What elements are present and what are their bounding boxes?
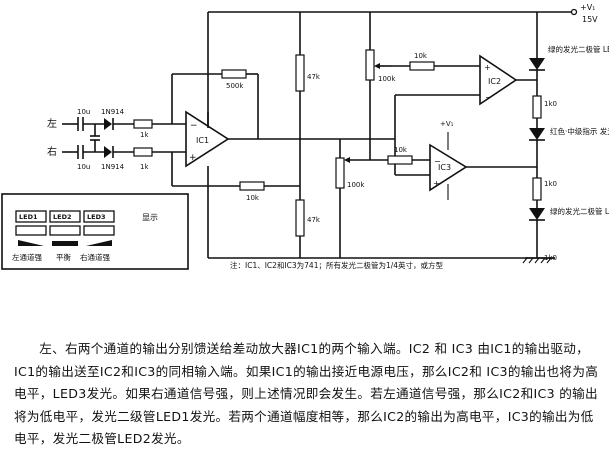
ic1-bias — [171, 152, 300, 191]
pot-100k-top — [365, 49, 480, 122]
ic3-opamp: − + — [429, 132, 537, 200]
ic1-label: IC1 — [196, 136, 209, 145]
description-text: 左、右两个通道的输出分别馈送给差动放大器IC1的两个输入端。IC2 和 IC3 … — [14, 338, 600, 451]
diode-in1-label: 1N914 — [101, 108, 125, 116]
input-channel-2 — [62, 139, 186, 159]
panel-caption-right: 右通道强 — [80, 252, 110, 262]
res-ic2-in-label: 10k — [414, 52, 428, 60]
supply-rail — [207, 8, 578, 128]
supply-value: 15V — [582, 15, 598, 24]
supply-label: +V₁ — [580, 3, 595, 12]
panel-caption-center: 平衡 — [56, 252, 71, 262]
svg-text:−: − — [434, 157, 441, 166]
ic1-output-bus — [258, 94, 480, 176]
cap-in1-label: 10u — [77, 108, 90, 116]
pot-100k-mid — [335, 122, 430, 258]
input-channel-1 — [62, 117, 186, 137]
pot-100k-label: 100k — [378, 75, 396, 83]
divider-resistors — [207, 54, 555, 259]
circuit-schematic: +V₁ 15V 左 右 10u 1N914 1k 10u 1N914 1k — [1, 3, 609, 270]
res-fb-bottom-label: 10k — [246, 194, 260, 202]
res-div-bottom-label: 47k — [307, 216, 321, 224]
res-in2-label: 1k — [140, 163, 149, 171]
ic2-label: IC2 — [488, 77, 501, 86]
led1-note: 绿的发光二极管 LED1 — [550, 206, 609, 216]
res-ic3-in-label: 10k — [394, 146, 408, 154]
display-panel — [1, 193, 189, 270]
description-paragraph: 左、右两个通道的输出分别馈送给差动放大器IC1的两个输入端。IC2 和 IC3 … — [14, 341, 599, 446]
res-div-top-label: 47k — [307, 73, 321, 81]
svg-text:−: − — [485, 93, 492, 102]
diode-in2-label: 1N914 — [101, 163, 125, 171]
res-led1-label: 1k0 — [544, 254, 557, 262]
res-led2-label: 1k0 — [544, 180, 557, 188]
ic1-feedback — [171, 69, 259, 140]
panel-led2-label: LED2 — [53, 213, 72, 221]
led-chain — [522, 58, 555, 264]
cap-in2-label: 10u — [77, 163, 90, 171]
schematic-note: 注：IC1、IC2和IC3为741；所有发光二极管为1/4英寸，或方型 — [230, 260, 444, 270]
panel-led1-label: LED1 — [19, 213, 38, 221]
pot-100k-2-label: 100k — [347, 181, 365, 189]
input-label-right: 右 — [47, 145, 57, 158]
input-label-left: 左 — [47, 117, 57, 130]
panel-caption-left: 左通道强 — [12, 252, 42, 262]
svg-text:+: + — [484, 63, 491, 72]
ic3-vplus-label: +V₁ — [440, 120, 454, 128]
ic1-opamp: − + — [185, 110, 230, 168]
led3-note: 绿的发光二极管 LED3 — [548, 44, 609, 54]
svg-text:−: − — [190, 121, 198, 131]
panel-title: 显示 — [142, 213, 158, 222]
res-in1-label: 1k — [140, 131, 149, 139]
ic3-label: IC3 — [438, 163, 451, 172]
panel-led3-label: LED3 — [87, 213, 106, 221]
res-led3-label: 1k0 — [544, 100, 557, 108]
svg-text:+: + — [433, 179, 440, 188]
res-fb-top-label: 500k — [226, 82, 244, 90]
led2-note: 红色·中级指示 发光二级管 LED2 — [550, 126, 609, 136]
svg-text:+: + — [189, 153, 197, 163]
ic2-opamp: + − — [479, 54, 537, 106]
